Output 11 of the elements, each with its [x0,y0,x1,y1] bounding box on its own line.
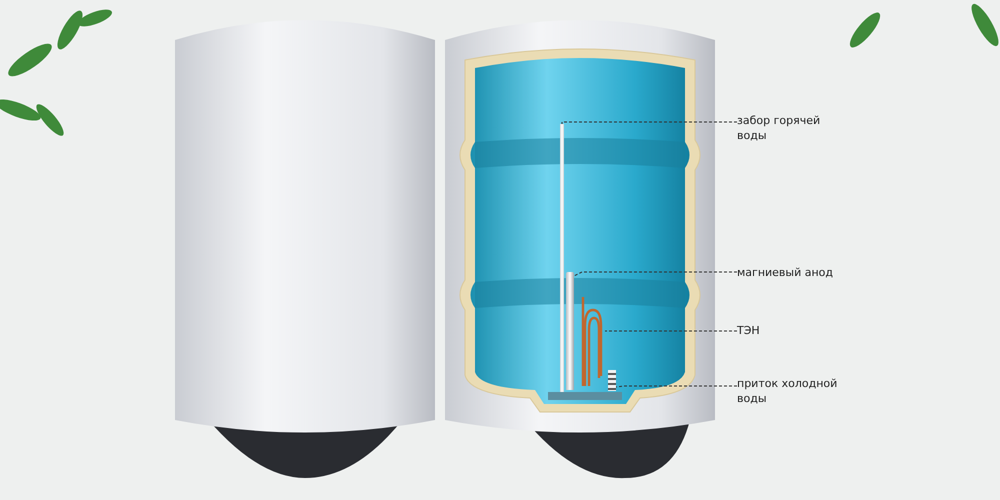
hot-water-pipe [560,124,564,392]
callout-label: ТЭН [737,323,847,338]
leader-line [574,272,738,276]
leader-line [604,330,738,332]
leader-line [616,386,738,388]
callout-label: забор горячей воды [737,113,847,143]
callout-label: магниевый анод [737,265,847,280]
cold-water-inlet [608,370,616,391]
leader-line [562,122,738,124]
callout-label: приток холодной воды [737,376,847,406]
anode-rod [566,272,574,390]
